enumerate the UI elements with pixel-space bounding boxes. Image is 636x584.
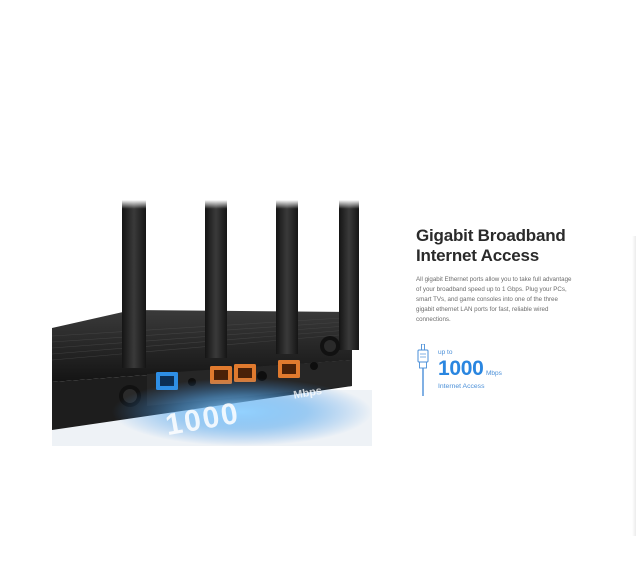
- feature-description: All gigabit Ethernet ports allow you to …: [416, 276, 572, 323]
- speed-overlay-unit: Mbps: [293, 385, 323, 402]
- speed-highlight: up to 1000 Mbps Internet Access: [416, 343, 576, 400]
- feature-title-line-1: Gigabit Broadband: [416, 226, 566, 245]
- feature-title-line-2: Internet Access: [416, 246, 539, 265]
- speed-value: 1000: [438, 357, 484, 380]
- router-back-panel-image: 1000 Mbps: [52, 200, 372, 446]
- ethernet-cable-icon: [416, 343, 430, 396]
- feature-title: Gigabit Broadband Internet Access: [416, 226, 616, 266]
- speed-prefix: up to: [438, 349, 453, 356]
- speed-unit: Mbps: [486, 370, 502, 377]
- right-edge-shadow: [632, 236, 636, 536]
- speed-caption: Internet Access: [438, 383, 485, 390]
